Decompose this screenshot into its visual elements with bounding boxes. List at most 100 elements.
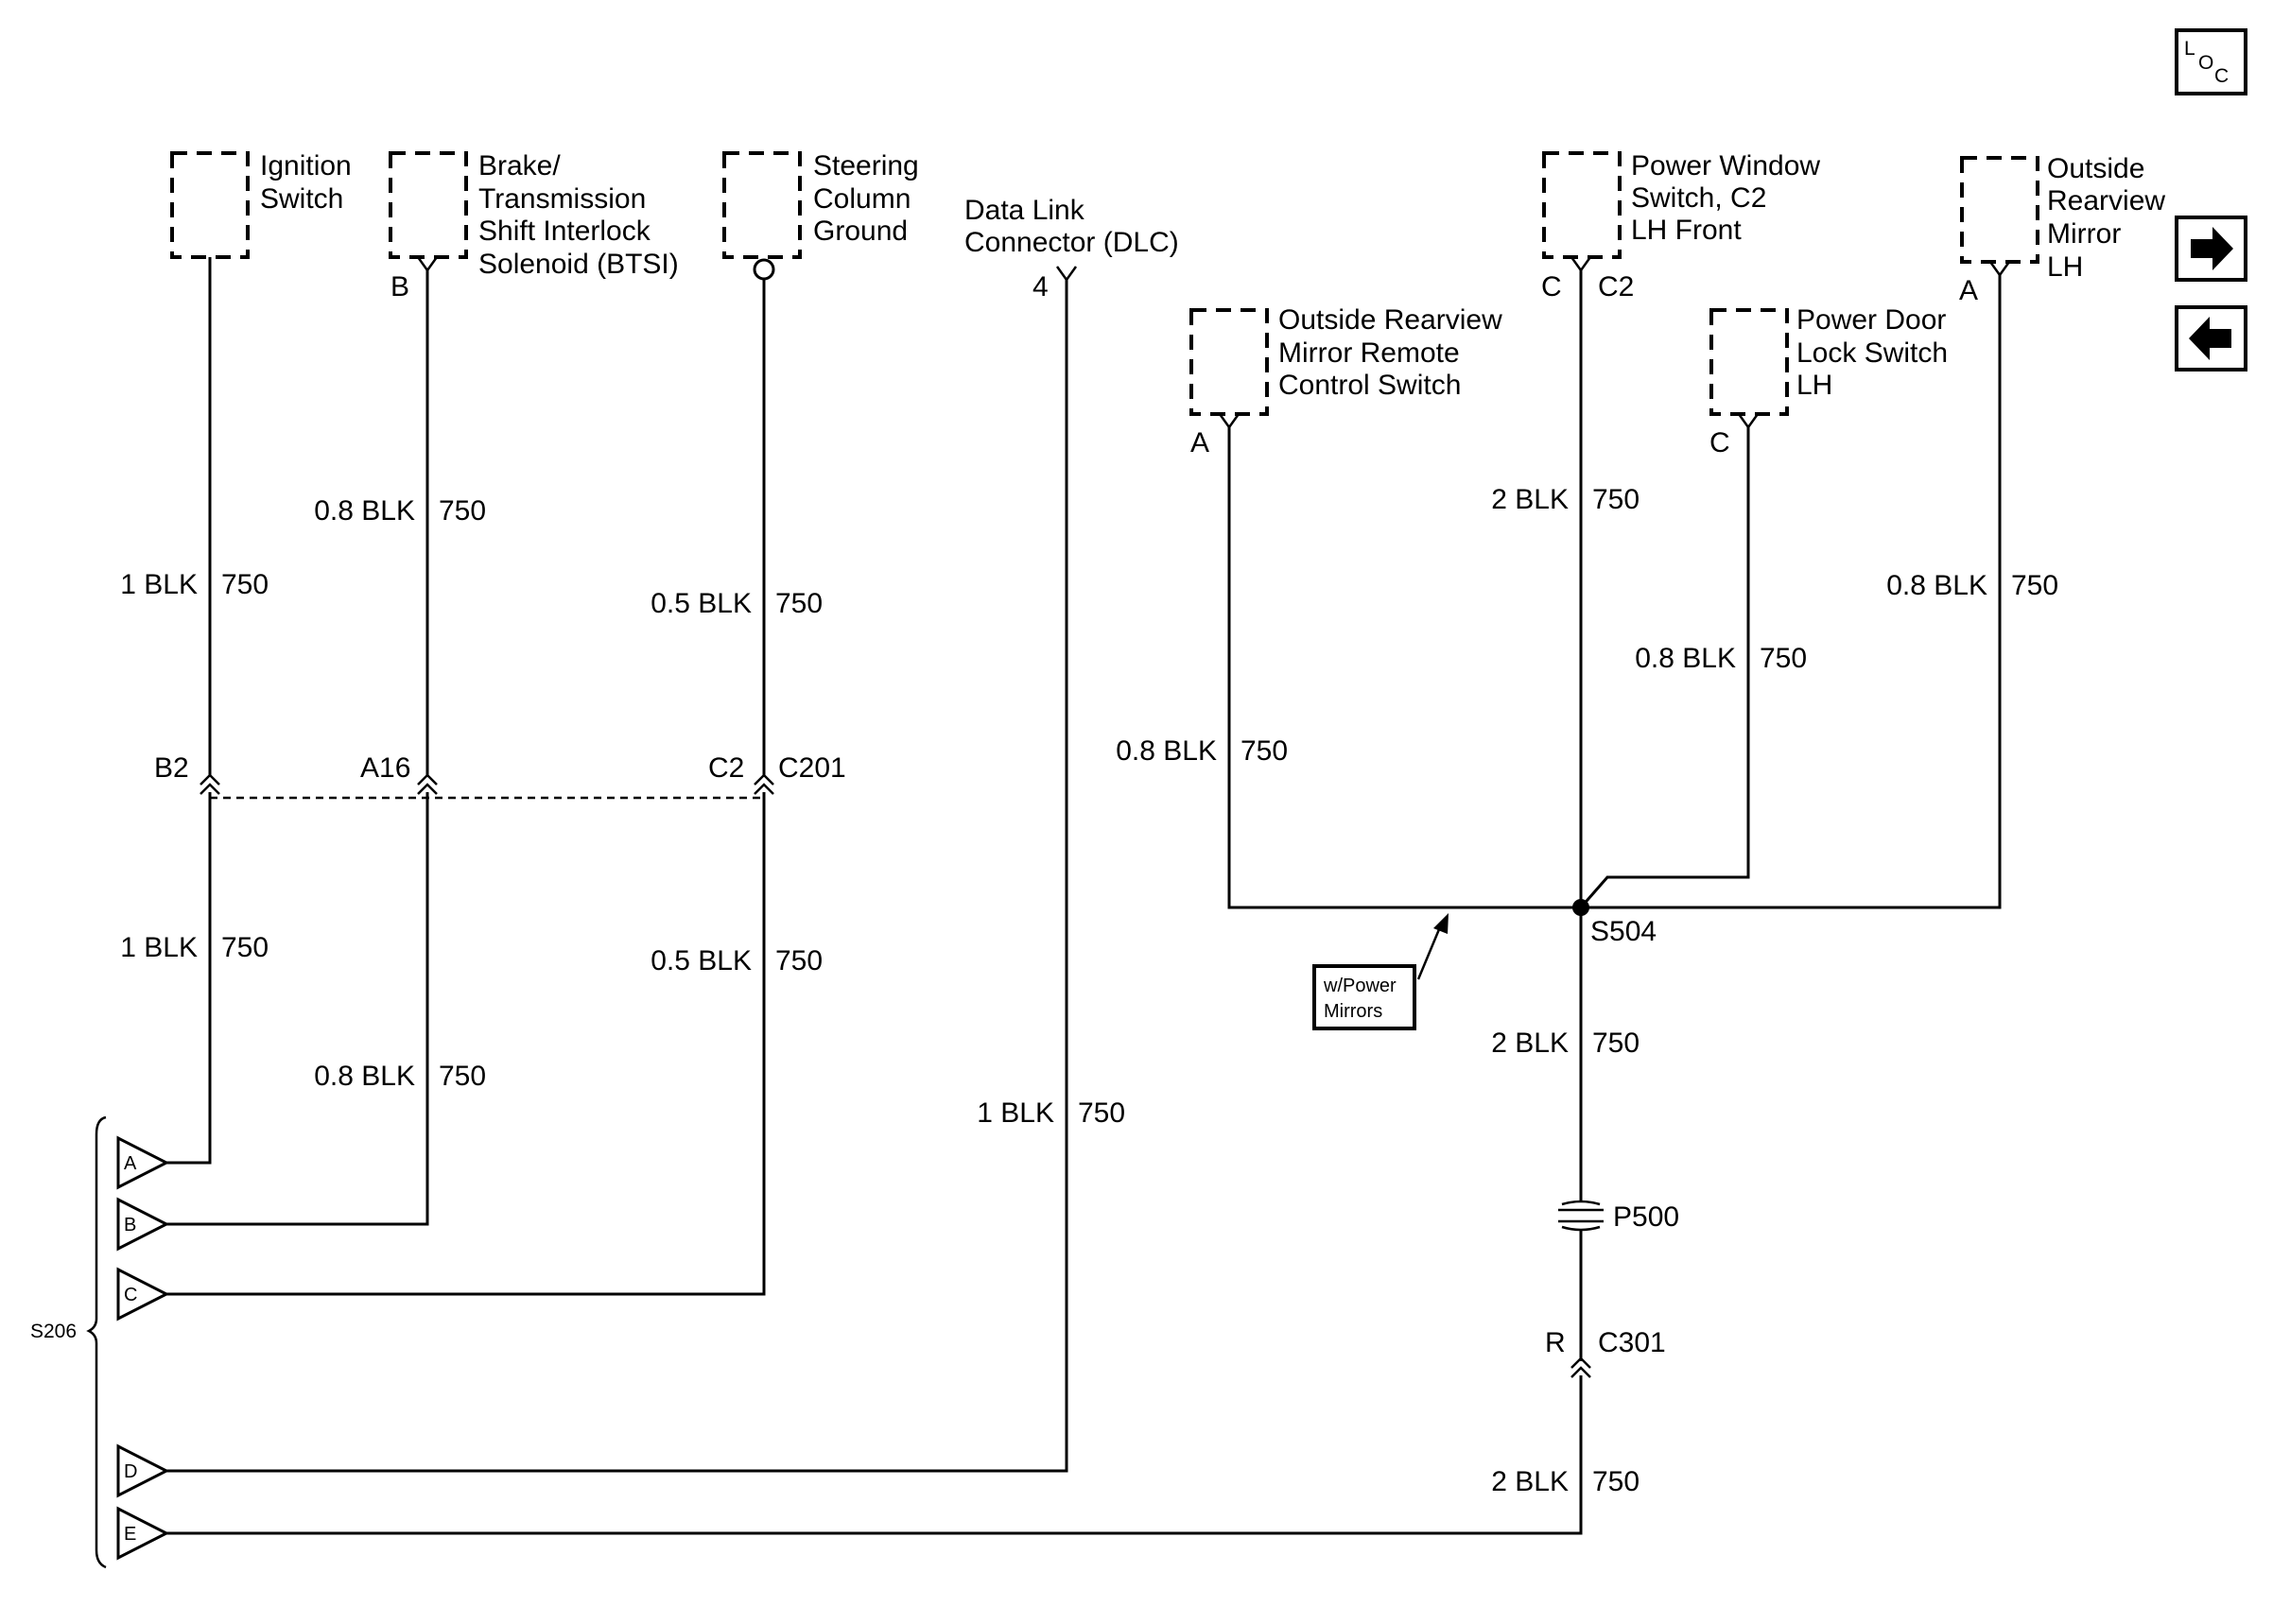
s504-down-wire-size: 2 BLK [1491, 1028, 1569, 1059]
btsi-upper-circuit: 750 [439, 495, 486, 527]
svg-text:Rearview: Rearview [2047, 185, 2165, 216]
power-window-pin-label: C [1541, 271, 1562, 302]
svg-text:Switch: Switch [260, 183, 343, 215]
c201-label: C201 [778, 752, 846, 784]
svg-text:LH Front: LH Front [1631, 215, 1742, 246]
door-lock-pin-symbol [1737, 413, 1760, 430]
dlc-wire [166, 280, 1068, 1473]
door-lock-wire-size: 0.8 BLK [1635, 643, 1736, 674]
svg-text:w/Power: w/Power [1323, 976, 1397, 996]
c301-connector [1570, 1356, 1591, 1378]
c301-pin-r: R [1545, 1327, 1566, 1358]
svg-text:Mirror Remote: Mirror Remote [1278, 337, 1460, 369]
mirror-lh-pin-symbol [1988, 261, 2011, 278]
svg-text:Control Switch: Control Switch [1278, 370, 1461, 401]
c201-connector [200, 773, 774, 800]
svg-text:Mirror: Mirror [2047, 218, 2121, 250]
s504-splice-dot [1572, 899, 1589, 916]
power-door-lock-label: Power Door Lock Switch LH [1796, 304, 1948, 401]
svg-text:Outside: Outside [2047, 153, 2144, 184]
dlc-pin-symbol [1055, 266, 1078, 283]
btsi-box [389, 151, 468, 259]
power-window-wire-size: 2 BLK [1491, 484, 1569, 515]
mirror-lh-label: Outside Rearview Mirror LH [2047, 153, 2165, 283]
power-window-wire-circuit: 750 [1592, 484, 1640, 515]
s504-label: S504 [1590, 916, 1657, 947]
mirror-lh-wire-size: 0.8 BLK [1886, 570, 1987, 601]
c201-pin-b2: B2 [154, 752, 189, 784]
c201-pin-a16: A16 [360, 752, 410, 784]
power-window-pin-symbol [1570, 256, 1592, 273]
s206-ground-strip: A B C D E [86, 1115, 170, 1569]
door-lock-wire [1579, 427, 1750, 908]
ground-terminal-label: D [124, 1461, 137, 1482]
mirror-remote-wire-size: 0.8 BLK [1116, 735, 1217, 767]
svg-text:Column: Column [813, 183, 911, 215]
ground-terminal-label: E [124, 1524, 136, 1545]
btsi-upper-size: 0.8 BLK [314, 495, 415, 527]
svg-text:Shift Interlock: Shift Interlock [478, 216, 651, 247]
steer-upper-size: 0.5 BLK [651, 588, 752, 619]
svg-text:Mirrors: Mirrors [1324, 1001, 1382, 1022]
option-note: w/Power Mirrors [1312, 913, 1449, 1030]
arrow-right-icon [2191, 227, 2233, 270]
mirror-remote-pin-label: A [1190, 427, 1209, 458]
steering-ground-eyelet [753, 258, 775, 281]
previous-page-button[interactable] [2175, 305, 2247, 371]
mirror-remote-wire-circuit: 750 [1241, 735, 1288, 767]
ign-lower-circuit: 750 [221, 932, 269, 963]
ground-terminal-a: A [116, 1135, 170, 1190]
ground-terminal-b: B [116, 1197, 170, 1252]
mirror-lh-wire-circuit: 750 [2011, 570, 2058, 601]
mirror-lh-wire [1581, 275, 2002, 909]
door-lock-wire-circuit: 750 [1760, 643, 1807, 674]
steer-upper-circuit: 750 [775, 588, 823, 619]
arrow-left-icon [2189, 317, 2231, 360]
svg-text:Outside Rearview: Outside Rearview [1278, 304, 1502, 336]
svg-text:Connector (DLC): Connector (DLC) [964, 227, 1179, 258]
power-window-label: Power Window Switch, C2 LH Front [1631, 150, 1820, 246]
btsi-lower-circuit: 750 [439, 1061, 486, 1092]
steer-lower-circuit: 750 [775, 945, 823, 976]
mirror-remote-pin-symbol [1218, 413, 1241, 430]
steering-column-label: Steering Column Ground [813, 150, 919, 247]
s504-down-wire-circuit: 750 [1592, 1028, 1640, 1059]
s206-label: S206 [30, 1321, 77, 1342]
c301-label: C301 [1598, 1327, 1666, 1358]
btsi-pin-symbol [416, 256, 439, 273]
ground-terminal-label: C [124, 1285, 137, 1305]
dlc-pin-label: 4 [1032, 271, 1049, 302]
svg-text:Steering: Steering [813, 150, 919, 181]
ground-terminal-c: C [116, 1267, 170, 1322]
wire-labels: 1 BLK 750 1 BLK 750 0.8 BLK 750 0.8 BLK … [120, 484, 2058, 1497]
dlc-wire-circuit: 750 [1078, 1097, 1125, 1129]
loc-button[interactable]: L O C [2175, 28, 2247, 95]
svg-text:C: C [2214, 65, 2229, 87]
mirror-lh-pin-label: A [1959, 275, 1978, 306]
steering-column-box [722, 151, 802, 259]
door-lock-pin-label: C [1709, 427, 1730, 458]
next-page-button[interactable] [2175, 216, 2247, 282]
p500-symbol [1558, 1200, 1604, 1232]
svg-text:Solenoid (BTSI): Solenoid (BTSI) [478, 249, 679, 280]
dlc-wire-size: 1 BLK [977, 1097, 1054, 1129]
mirror-remote-label: Outside Rearview Mirror Remote Control S… [1278, 304, 1502, 401]
ground-terminal-e: E [116, 1506, 170, 1561]
dlc-label: Data Link Connector (DLC) [964, 195, 1179, 258]
btsi-lower-size: 0.8 BLK [314, 1061, 415, 1092]
svg-text:O: O [2198, 52, 2213, 74]
power-door-lock-box [1709, 308, 1789, 416]
svg-text:Lock Switch: Lock Switch [1796, 337, 1948, 369]
ground-terminal-d: D [116, 1443, 170, 1498]
btsi-label: Brake/ Transmission Shift Interlock Sole… [478, 150, 679, 280]
ign-upper-size: 1 BLK [120, 569, 198, 600]
svg-text:LH: LH [1796, 370, 1832, 401]
ign-lower-size: 1 BLK [120, 932, 198, 963]
power-window-box [1542, 151, 1622, 259]
c301-down-wire-circuit: 750 [1592, 1466, 1640, 1497]
ground-terminal-label: A [124, 1153, 137, 1174]
ignition-switch-box [170, 151, 250, 259]
ignition-switch-label: Ignition Switch [260, 150, 352, 215]
svg-text:Brake/: Brake/ [478, 150, 561, 181]
